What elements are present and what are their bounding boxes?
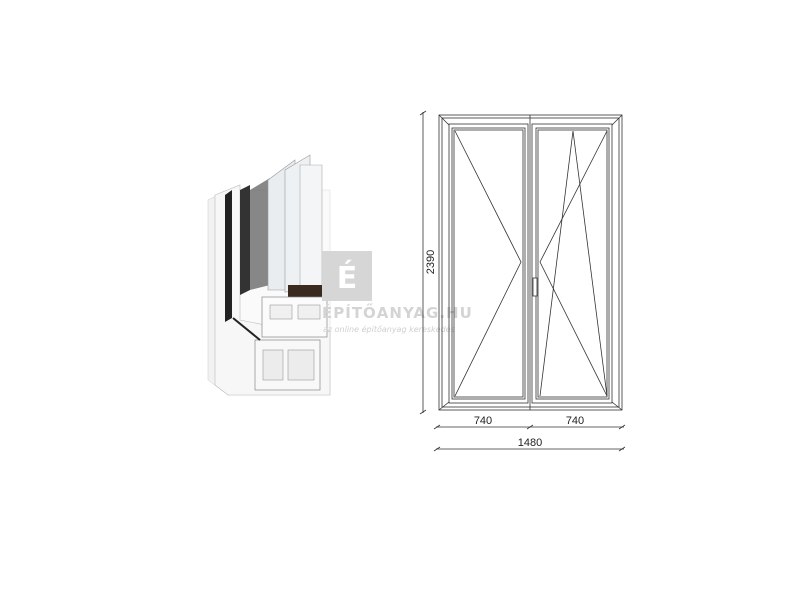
watermark-subtitle: az online építőanyag kereskedés <box>323 324 455 334</box>
left-width-dimension-label: 740 <box>474 415 492 427</box>
watermark-logo <box>322 251 372 301</box>
left-sash <box>448 123 529 404</box>
watermark-title: ÉPÍTŐANYAG.HU <box>322 302 473 322</box>
right-width-dimension-label: 740 <box>566 415 584 427</box>
door-technical-drawing <box>419 110 626 452</box>
door-handle <box>532 277 538 297</box>
watermark-logo-letter: É <box>337 260 358 296</box>
outer-frame <box>438 114 623 411</box>
window-profile-illustration <box>207 154 331 396</box>
total-width-dimension-label: 1480 <box>518 437 542 449</box>
right-sash <box>531 123 613 404</box>
watermark: É ÉPÍTŐANYAG.HU az online építőanyag ker… <box>322 251 473 334</box>
dimension-lines <box>419 110 626 452</box>
height-dimension-label: 2390 <box>425 250 437 274</box>
